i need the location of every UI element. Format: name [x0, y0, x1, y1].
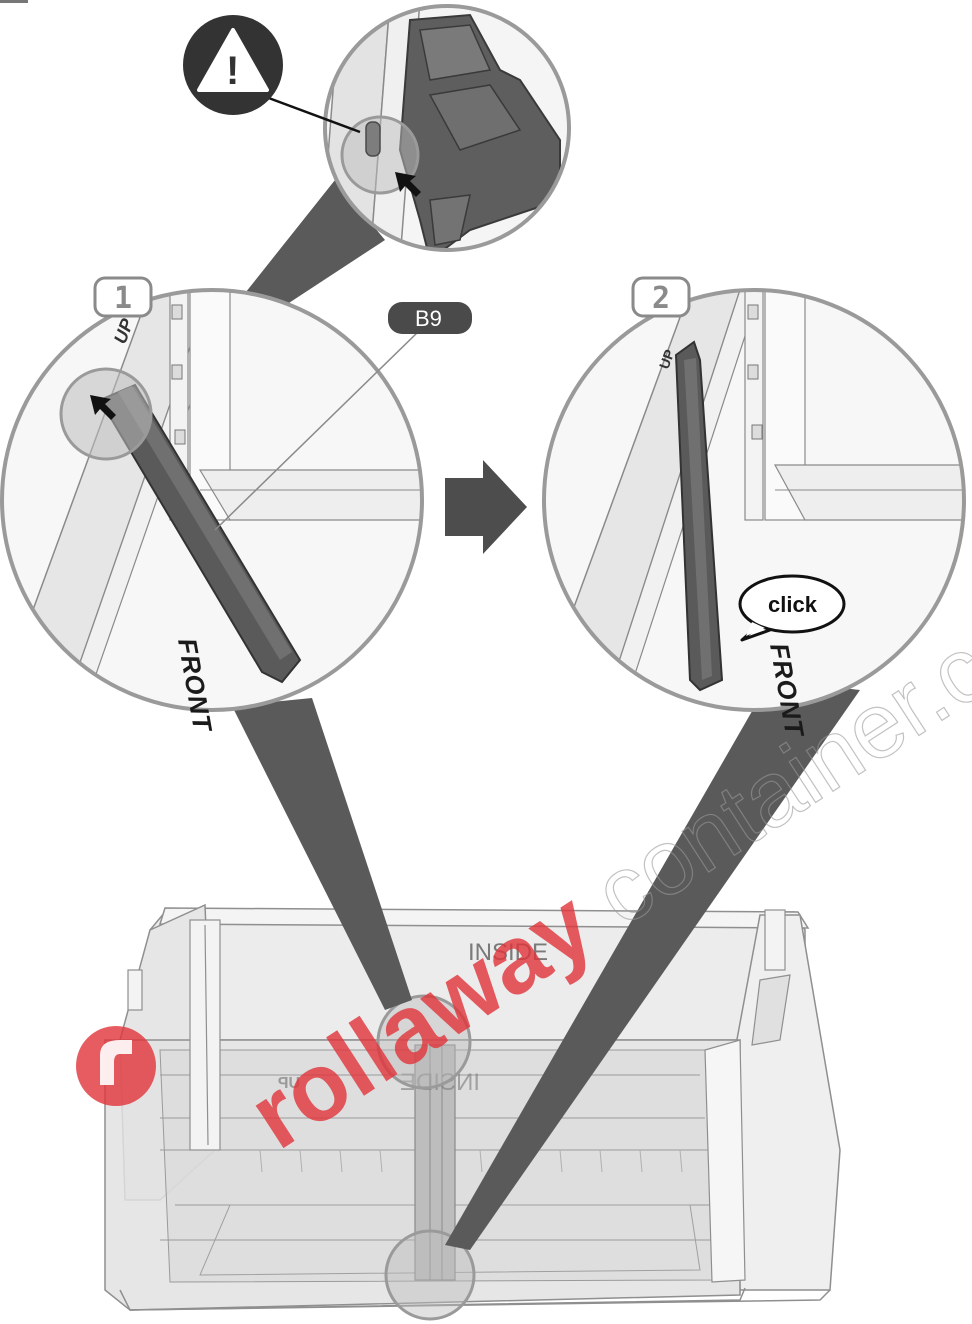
step1-badge: 1 — [93, 276, 153, 318]
warning-mark: ! — [226, 49, 239, 93]
up-mirrored-label: UP — [277, 1075, 300, 1092]
beam-step2 — [445, 680, 860, 1250]
step2-number: 2 — [652, 281, 670, 316]
step2-detail-view: UP — [544, 290, 964, 710]
part-label-b9: B9 — [214, 302, 472, 531]
step1-number: 1 — [114, 281, 132, 316]
detail-spot-top — [376, 994, 472, 1090]
step2-badge: 2 — [631, 276, 691, 318]
container-box — [104, 903, 841, 1311]
inside-label: INSIDE — [468, 939, 548, 966]
step1-detail-view: UP — [2, 290, 422, 710]
press-arrow-icon-top — [395, 172, 421, 197]
warning-triangle-icon: ! — [183, 15, 361, 134]
watermark-logo-mark — [76, 1026, 156, 1106]
corner-mark — [0, 0, 28, 3]
press-arrow-icon-step1 — [90, 395, 116, 420]
detail-spot-bottom — [384, 1229, 476, 1321]
beam-step1 — [232, 698, 412, 1010]
top-detail-view — [325, 6, 569, 250]
part-code: B9 — [415, 306, 442, 331]
click-speech-bubble: click — [738, 574, 846, 642]
click-text: click — [768, 592, 818, 617]
inside-mirrored-label: INSIDE — [400, 1069, 480, 1096]
arrow-right-icon — [445, 460, 527, 554]
svg-text:UP: UP — [656, 347, 678, 371]
